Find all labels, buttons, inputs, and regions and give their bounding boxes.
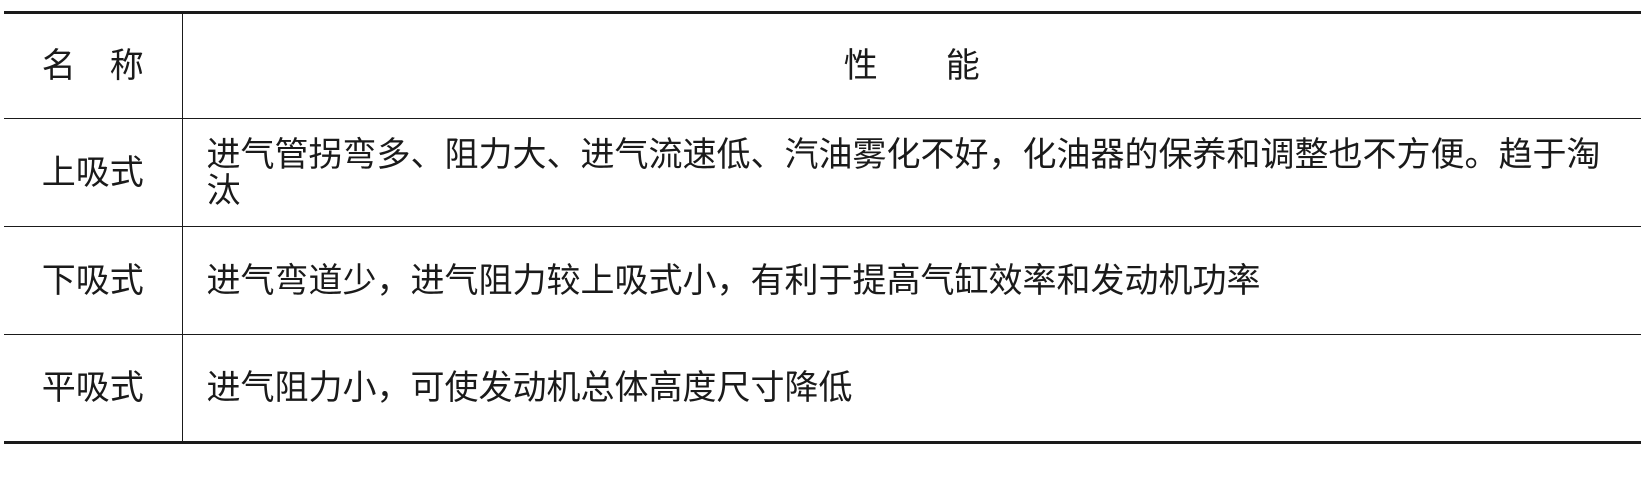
row-performance-cell: 进气弯道少，进气阻力较上吸式小，有利于提高气缸效率和发动机功率	[206, 260, 1261, 301]
table-row: 下吸式 进气弯道少，进气阻力较上吸式小，有利于提高气缸效率和发动机功率	[4, 226, 1641, 335]
header-performance: 性 能	[182, 13, 1641, 119]
carburetor-comparison-table: 名 称 性 能 上吸式 进气管拐弯多、阻力大、进气流速低、汽油雾化不好，化油器的…	[4, 11, 1641, 444]
row-performance-cell: 进气管拐弯多、阻力大、进气流速低、汽油雾化不好，化油器的保养和调整也不方便。趋于…	[206, 134, 1601, 211]
table-row: 平吸式 进气阻力小，可使发动机总体高度尺寸降低	[4, 334, 1641, 443]
row-name-cell: 上吸式	[4, 118, 183, 227]
header-name: 名 称	[4, 12, 183, 119]
table-row: 上吸式 进气管拐弯多、阻力大、进气流速低、汽油雾化不好，化油器的保养和调整也不方…	[4, 118, 1641, 227]
header-name-text: 名 称	[41, 46, 144, 86]
row-name-cell: 下吸式	[4, 226, 183, 335]
row-performance-cell: 进气阻力小，可使发动机总体高度尺寸降低	[206, 368, 853, 408]
header-performance-text: 性 能	[843, 46, 980, 86]
row-name-cell: 平吸式	[4, 334, 183, 443]
data-table: 名 称 性 能 上吸式 进气管拐弯多、阻力大、进气流速低、汽油雾化不好，化油器的…	[4, 11, 1641, 444]
table-header-row: 名 称 性 能	[4, 12, 1641, 119]
